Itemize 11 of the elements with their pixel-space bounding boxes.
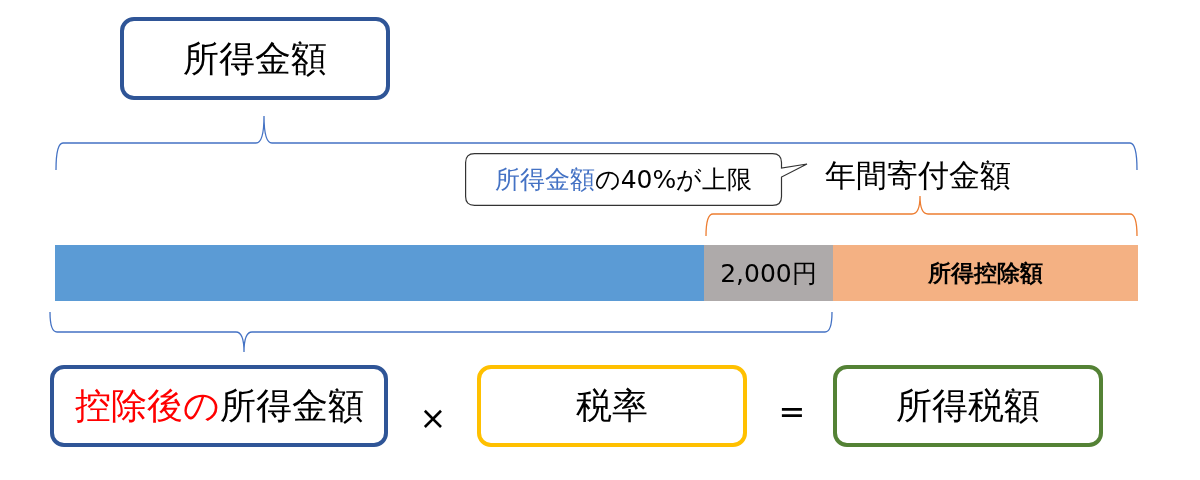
rounded-box: 所得税額 — [833, 365, 1103, 447]
rounded-box: 所得金額 — [120, 17, 390, 100]
rounded-box: 税率 — [477, 365, 747, 447]
rounded-box: 控除後の所得金額 — [50, 365, 388, 447]
annotation-text: 年間寄付金額 — [825, 159, 1011, 191]
equals-sign: = — [778, 396, 806, 428]
speech-bubble: 所得金額の40%が上限 — [465, 153, 808, 206]
bar-segment: 2,000円 — [704, 245, 833, 301]
bar-segment: 所得控除額 — [833, 245, 1138, 301]
bar-segment — [55, 245, 704, 301]
multiply-sign: × — [419, 402, 447, 434]
